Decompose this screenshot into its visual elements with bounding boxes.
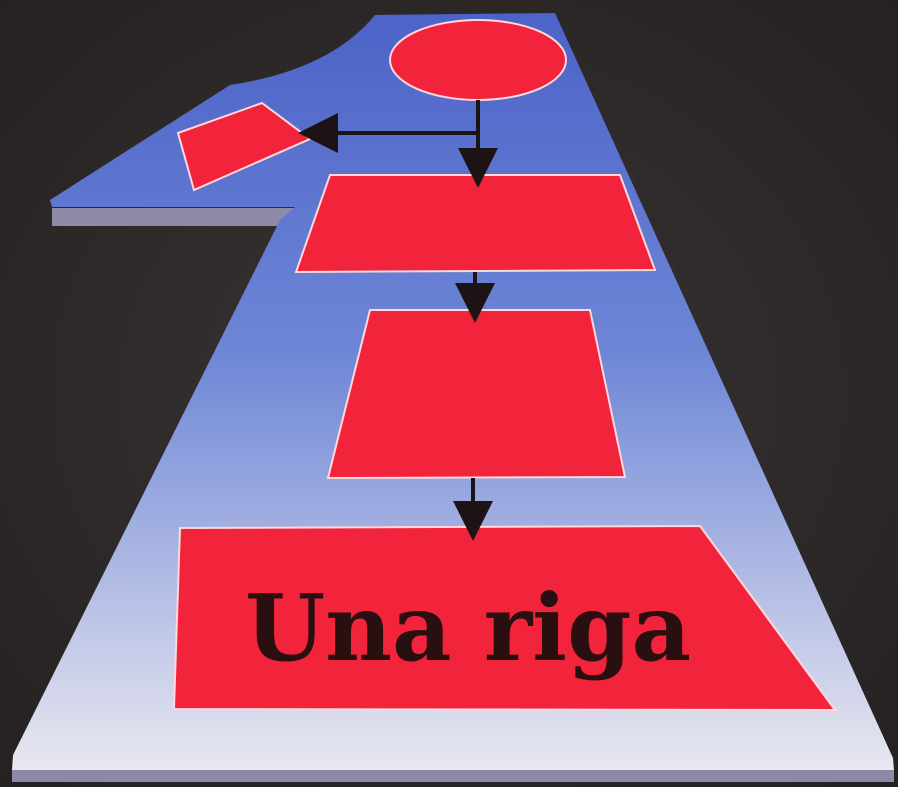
terminal-ellipse: [389, 19, 567, 101]
flow-arrows: [298, 100, 498, 541]
process-box-2: [326, 309, 627, 480]
caption-box: [172, 524, 837, 712]
plate-arm-edge: [52, 208, 295, 226]
process-box-1: [294, 174, 657, 274]
plate-edge: [12, 770, 894, 782]
caption-text: Una riga: [245, 574, 691, 682]
